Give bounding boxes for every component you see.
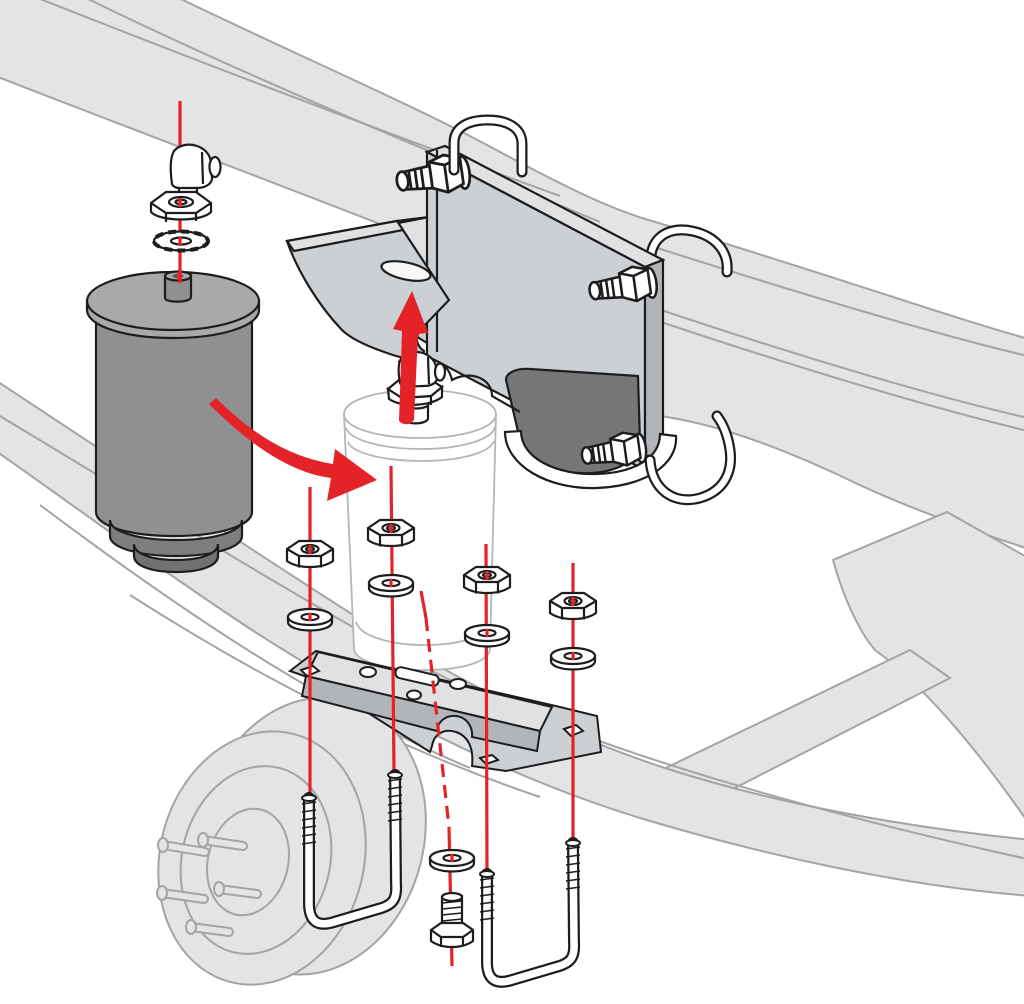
spring-stem bbox=[163, 273, 193, 303]
leaf-layer-line bbox=[39, 504, 471, 769]
lock-nut bbox=[548, 591, 598, 621]
elbow-port bbox=[208, 155, 222, 179]
lower-mounting-plate bbox=[287, 649, 603, 773]
bolt-shank-top bbox=[440, 891, 464, 903]
plate-hole bbox=[406, 689, 422, 701]
alignment-dots bbox=[177, 198, 575, 862]
u-bolt-end bbox=[301, 794, 317, 802]
upper-mounting-bracket bbox=[285, 114, 737, 506]
air-spring bbox=[85, 270, 261, 574]
stud-cap bbox=[197, 832, 209, 848]
plate-hole bbox=[449, 678, 467, 690]
arrow-up bbox=[393, 291, 428, 425]
wing-slot bbox=[380, 260, 432, 282]
frame-flange-line bbox=[647, 244, 1024, 357]
u-bolt-end bbox=[479, 870, 495, 878]
frame-seam-line bbox=[654, 307, 1024, 419]
u-bolt-left-threads bbox=[301, 778, 403, 845]
arrow-move bbox=[209, 398, 377, 501]
elbow-air-fitting bbox=[169, 143, 214, 190]
stud-cap bbox=[213, 881, 225, 897]
alignment-line bbox=[389, 465, 396, 773]
frame-seam-line bbox=[654, 319, 1024, 432]
spring-base-ring2 bbox=[132, 543, 220, 574]
center-hardware bbox=[428, 848, 476, 949]
u-bolt-right bbox=[481, 837, 581, 988]
stud-cap bbox=[157, 837, 169, 853]
wheel-studs bbox=[156, 832, 262, 937]
drum-face-ring bbox=[179, 765, 333, 955]
lock-nut bbox=[462, 565, 512, 595]
lock-nut bbox=[366, 518, 416, 548]
star-teeth bbox=[152, 229, 210, 253]
bracket-wing-top-edge bbox=[285, 219, 405, 253]
alignment-line bbox=[484, 543, 489, 872]
u-bolt-end bbox=[387, 771, 403, 779]
spring-body bbox=[94, 312, 254, 538]
stud-cap bbox=[185, 919, 197, 935]
plate-hole bbox=[359, 666, 377, 678]
lock-nut bbox=[285, 539, 335, 569]
axle-u-bolts bbox=[301, 769, 581, 988]
u-bolt-right-threads bbox=[479, 846, 581, 921]
u-bolt-end bbox=[565, 839, 581, 847]
plate-slot bbox=[394, 666, 440, 687]
cup-clamp-band bbox=[503, 429, 678, 490]
elbow-port bbox=[433, 362, 447, 382]
stud-cap bbox=[156, 885, 168, 901]
